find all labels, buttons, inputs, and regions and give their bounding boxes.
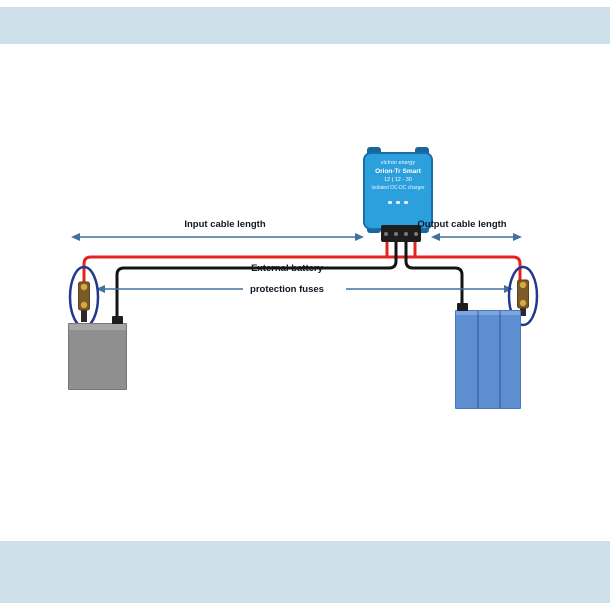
external-fuse-label: External battery protection fuses <box>227 258 347 300</box>
input-arrowhead-left-icon <box>71 233 80 241</box>
output-arrowhead-right-icon <box>513 233 522 241</box>
left-fuse-bottom-bolt-icon <box>80 301 88 309</box>
device-brand: victron energy <box>380 160 416 166</box>
device-rating: 12 | 12 - 30 <box>384 177 412 183</box>
device-label-marks <box>388 201 408 204</box>
dc-dc-converter: victron energy Orion-Tr Smart 12 | 12 - … <box>363 152 433 230</box>
terminal-screw-icon <box>384 231 388 236</box>
terminal-screw-icon <box>414 231 418 236</box>
input-arrowhead-right-icon <box>355 233 364 241</box>
output-cable-arrow <box>431 233 522 241</box>
input-battery-top-face <box>69 324 126 330</box>
external-fuse-label-line1: External battery <box>251 263 323 274</box>
output-battery-cell-divider <box>499 311 501 408</box>
terminal-screw-icon <box>404 231 408 236</box>
output-battery-negative-terminal <box>457 303 468 311</box>
output-battery-top-face <box>456 311 520 315</box>
device-terminal-block <box>381 225 421 242</box>
input-battery <box>68 323 127 390</box>
left-fuse-post <box>81 308 87 322</box>
right-fuse-bottom-bolt-icon <box>519 299 527 307</box>
left-fuse-top-bolt-icon <box>80 283 88 291</box>
negative-cable-output <box>404 238 464 311</box>
output-cable-length-label: Output cable length <box>417 219 507 230</box>
left-fuse-body <box>78 281 90 311</box>
positive-cable <box>82 255 522 286</box>
device-model: Orion-Tr Smart <box>375 168 421 175</box>
terminal-screw-icon <box>394 231 398 236</box>
right-fuse-body <box>517 279 529 309</box>
fuse-arrowhead-left-icon <box>96 285 105 293</box>
input-battery-negative-terminal <box>112 316 123 324</box>
output-arrowhead-left-icon <box>431 233 440 241</box>
bottom-band <box>0 541 610 603</box>
output-battery <box>455 310 521 409</box>
negative-cable-input <box>115 238 398 323</box>
device-description: Isolated DC-DC charger <box>371 185 425 191</box>
right-fuse-top-bolt-icon <box>519 281 527 289</box>
output-battery-cell-divider <box>477 311 479 408</box>
right-fuse <box>507 265 539 327</box>
top-band <box>0 7 610 44</box>
input-cable-length-label: Input cable length <box>184 219 266 230</box>
right-fuse-highlight-ellipse <box>507 265 539 327</box>
external-fuse-label-line2: protection fuses <box>250 284 324 295</box>
right-fuse-post <box>520 306 526 316</box>
input-cable-arrow <box>71 233 364 241</box>
